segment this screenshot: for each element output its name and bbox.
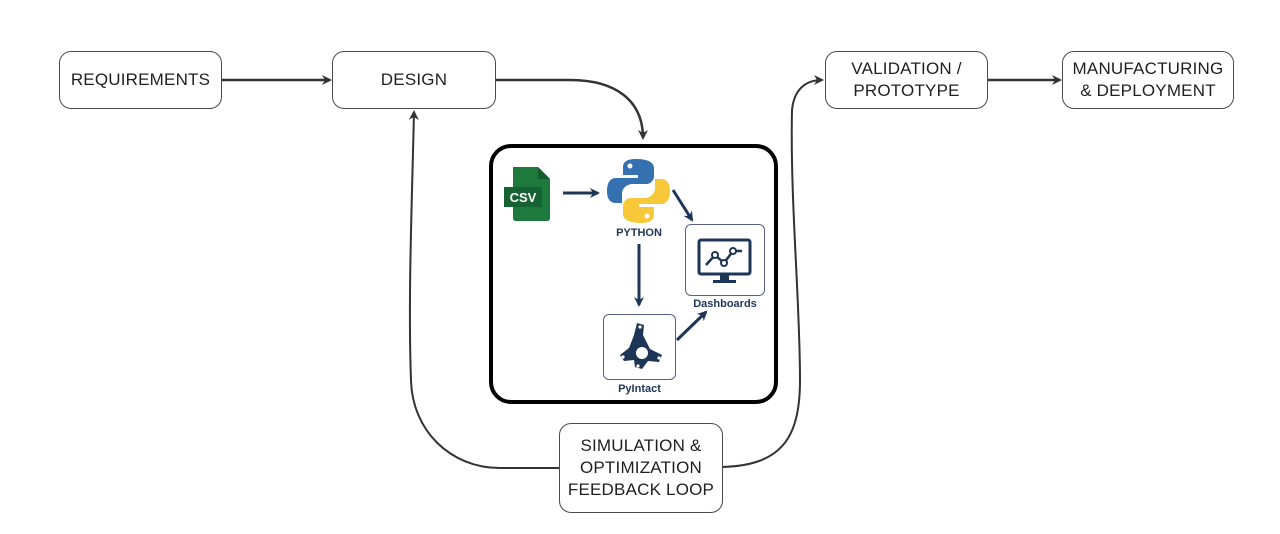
dashboards-label: Dashboards: [693, 298, 757, 310]
node-design[interactable]: DESIGN: [332, 51, 496, 109]
node-validation[interactable]: VALIDATION / PROTOTYPE: [825, 51, 988, 109]
arrow-python-dashboards: [671, 189, 694, 222]
edge-simulation-validation: [722, 75, 824, 468]
pyintact-label: PyIntact: [618, 383, 661, 395]
pyintact-part-icon: [620, 323, 662, 369]
node-manufacturing-label: MANUFACTURING & DEPLOYMENT: [1072, 59, 1224, 100]
node-validation-label: VALIDATION / PROTOTYPE: [851, 59, 962, 100]
python-label: PYTHON: [616, 227, 662, 239]
arrow-pyintact-dashboards: [675, 310, 708, 342]
node-design-label: DESIGN: [380, 70, 448, 89]
node-requirements-label: REQUIREMENTS: [70, 70, 211, 89]
csv-file-icon: CSV: [504, 167, 550, 221]
dashboards-box[interactable]: [685, 224, 765, 296]
pyintact-box[interactable]: [603, 314, 676, 380]
node-simulation-label: SIMULATION & OPTIMIZATION FEEDBACK LOOP: [567, 436, 715, 499]
python-logo-icon: [607, 159, 670, 223]
csv-label: CSV: [510, 190, 537, 205]
edge-design-pipeline: [496, 78, 648, 140]
node-simulation[interactable]: SIMULATION & OPTIMIZATION FEEDBACK LOOP: [559, 423, 723, 513]
node-manufacturing[interactable]: MANUFACTURING & DEPLOYMENT: [1062, 51, 1234, 109]
node-requirements[interactable]: REQUIREMENTS: [59, 51, 222, 109]
dashboard-monitor-icon: [697, 238, 752, 283]
edge-simulation-design: [408, 110, 559, 469]
